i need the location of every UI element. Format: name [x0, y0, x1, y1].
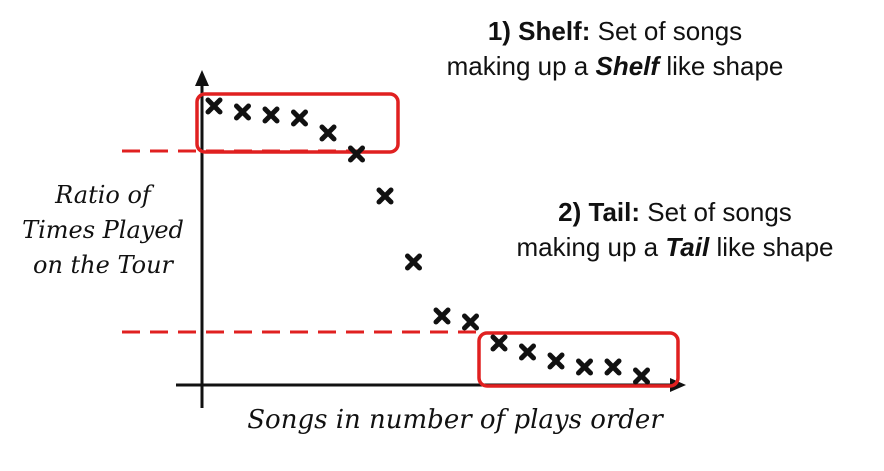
y-axis-label-line: Ratio of [55, 181, 151, 209]
data-point-marker [376, 187, 394, 205]
shelf-desc: Set of songs [597, 16, 743, 46]
data-points [205, 97, 650, 385]
data-point-marker [262, 106, 280, 124]
data-point-marker [291, 109, 308, 127]
shelf-region-box [195, 92, 400, 154]
data-point-marker [205, 97, 223, 115]
y-axis-label: Ratio of Times Played on the Tour [18, 178, 188, 282]
data-point-marker [348, 145, 365, 163]
shelf-title: 1) Shelf: [487, 16, 591, 46]
data-point-marker [633, 367, 650, 385]
tail-desc: Set of songs [647, 197, 792, 227]
y-axis-label-line: Times Played [22, 215, 184, 244]
tail-line2-pre: making up a [516, 232, 659, 263]
data-point-marker [604, 358, 622, 376]
shelf-emph: Shelf [595, 51, 660, 82]
shelf-annotation: 1) Shelf: Set of songs making up a Shelf… [410, 14, 820, 84]
y-axis-arrow [195, 70, 209, 86]
x-axis-arrow [670, 378, 686, 392]
tail-title: 2) Tail: [558, 197, 641, 227]
tail-line2-post: like shape [716, 232, 834, 263]
tail-annotation: 2) Tail: Set of songs making up a Tail l… [470, 195, 880, 265]
y-axis-label-line: on the Tour [33, 250, 173, 279]
data-point-marker [519, 343, 536, 361]
x-axis-label: Songs in number of plays order [247, 405, 663, 435]
data-point-marker [405, 253, 422, 271]
data-point-marker [576, 358, 593, 376]
tail-emph: Tail [665, 232, 710, 263]
data-point-marker [319, 124, 337, 142]
tail-region-box [477, 331, 680, 388]
shelf-line2-pre: making up a [446, 51, 589, 82]
data-point-marker [547, 352, 565, 370]
data-point-marker [462, 313, 479, 331]
data-point-marker [234, 103, 251, 121]
shelf-line2-post: like shape [666, 51, 784, 82]
data-point-marker [490, 334, 508, 352]
data-point-marker [433, 307, 451, 325]
